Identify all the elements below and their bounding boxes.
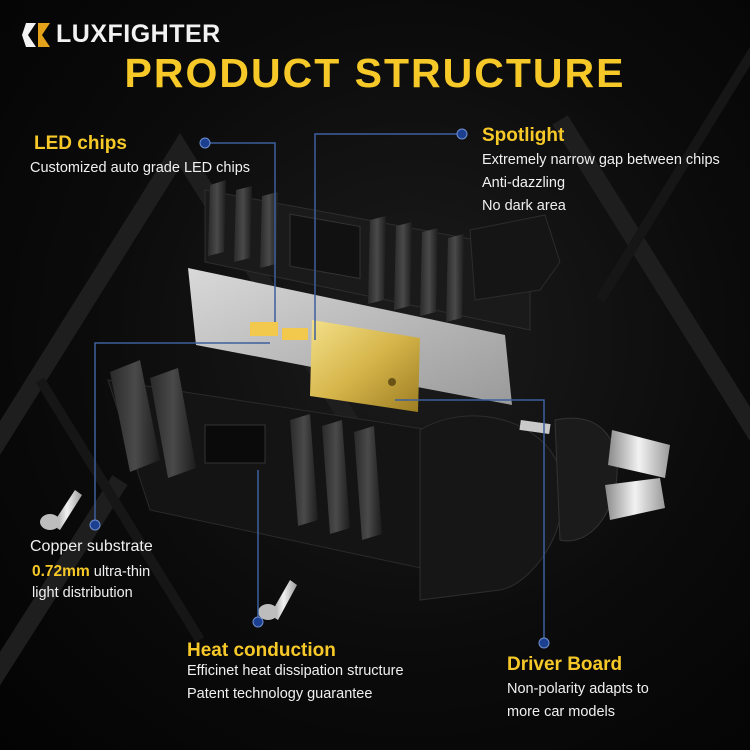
driver-board-heading: Driver Board [507,654,623,675]
lower-heatsink [107,360,471,571]
heat-conduction-desc-1: Efficinet heat dissipation structure [187,663,404,679]
spotlight-desc-1: Extremely narrow gap between chips [482,152,720,168]
spotlight-desc-2: Anti-dazzling [482,175,566,191]
page-title: PRODUCT STRUCTURE [124,50,626,96]
led-chips-heading: LED chips [34,133,127,154]
screw [40,490,82,530]
h7-connector [519,417,670,542]
led-chip [282,328,308,340]
base-flange [419,415,564,601]
lux-logo-icon [22,22,50,47]
driver-board-desc-2: more car models [507,704,615,720]
driver-board-desc-1: Non-polarity adapts to [507,681,649,697]
leader-lines [94,133,545,643]
heat-conduction-heading: Heat conduction [187,640,336,661]
led-chip [250,322,278,336]
copper-substrate-desc-1: 0.72mm ultra-thin [32,563,151,580]
leader-dots [89,128,550,649]
spotlight-heading: Spotlight [482,125,565,146]
thickness-value: 0.72mm [32,563,90,580]
copper-substrate-heading: Copper substrate [30,538,153,555]
spotlight-desc-3: No dark area [482,198,566,214]
gold-driver-block [310,320,420,412]
copper-substrate-desc-2: light distribution [32,585,133,601]
brand-name: LUXFIGHTER [56,20,221,48]
brand-logo: LUXFIGHTER [22,20,221,49]
led-chips-desc: Customized auto grade LED chips [30,160,251,176]
heat-conduction-desc-2: Patent technology guarantee [187,686,373,702]
screw [258,580,297,620]
upper-heatsink [204,180,561,331]
